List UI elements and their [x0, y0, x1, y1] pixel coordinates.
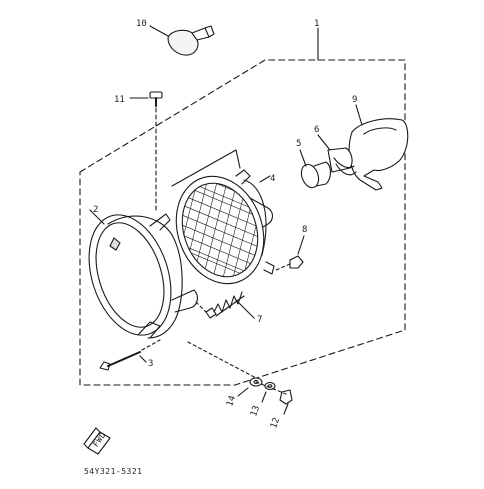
callout-1: 1 — [314, 19, 319, 29]
adjusting-screw-part-7 — [195, 291, 255, 319]
callout-13: 13 — [249, 404, 262, 418]
callout-10: 10 — [136, 19, 147, 29]
fwd-arrow: FWD — [83, 427, 111, 455]
callout-6: 6 — [314, 125, 319, 135]
callout-2: 2 — [93, 205, 98, 215]
assembly-boundary — [79, 59, 406, 386]
rim-housing-part-2 — [88, 209, 199, 339]
callout-11: 11 — [114, 95, 125, 105]
nut-part-8 — [275, 235, 305, 271]
fastener-axis — [187, 341, 257, 379]
callout-9: 9 — [352, 95, 357, 105]
callout-4: 4 — [270, 174, 275, 184]
socket-part-6 — [317, 134, 357, 176]
bulb-part-5 — [299, 149, 332, 189]
callout-3: 3 — [148, 359, 153, 369]
screw-part-11 — [129, 91, 163, 211]
callout-7: 7 — [257, 315, 262, 325]
lens-bracket-guide — [171, 149, 241, 187]
callout-5: 5 — [296, 139, 301, 149]
washer-part-14 — [237, 377, 263, 397]
long-screw-part-3 — [99, 339, 161, 371]
bulb-part-10 — [149, 25, 215, 56]
callout-12: 12 — [269, 416, 282, 430]
drawing-code: 54Y321-5321 — [84, 467, 142, 476]
fastener-axis-2 — [255, 381, 287, 395]
bolt-part-12 — [279, 389, 293, 415]
callout-14: 14 — [225, 394, 238, 408]
socket-cover-part-9 — [348, 104, 409, 191]
callout-8: 8 — [302, 225, 307, 235]
